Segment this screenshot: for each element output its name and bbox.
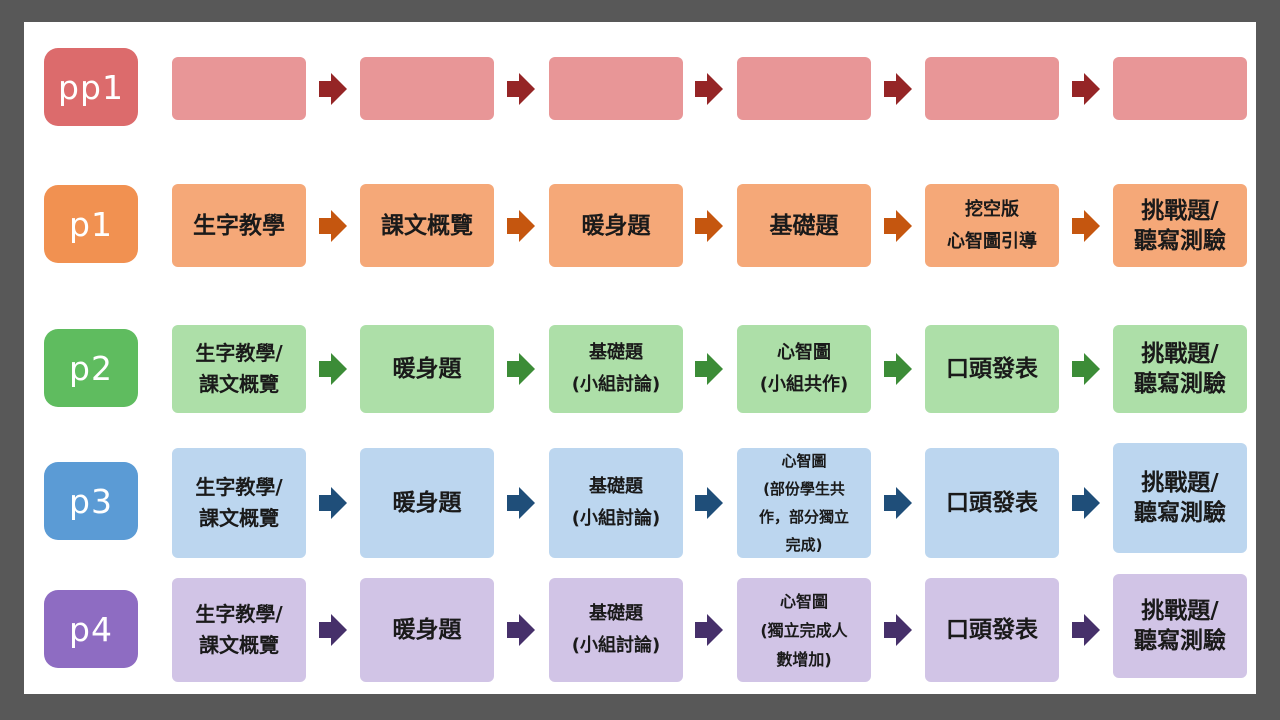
step-box-p2-6: 挑戰題/聽寫測驗 [1113,325,1247,413]
step-text-line: (小組討論) [571,508,661,529]
step-box-p4-6: 挑戰題/聽寫測驗 [1113,574,1247,678]
step-box-p1-4: 基礎題 [737,184,871,267]
step-box-p1-5: 挖空版心智圖引導 [925,184,1059,267]
step-box-p3-6: 挑戰題/聽寫測驗 [1113,443,1247,553]
step-text-line: 基礎題 [589,342,643,363]
step-text-line: 課文概覽 [199,372,279,396]
step-text-line: 挖空版 [965,198,1019,220]
step-text-line: 挑戰題/ [1141,470,1219,496]
step-text-line: 心智圖引導 [947,230,1037,252]
step-text-line: 心智圖 [779,591,828,611]
step-text-line: 暖身題 [581,212,651,239]
step-text-line: 挑戰題/ [1141,598,1219,624]
step-box-p4-1: 生字教學/課文概覽 [172,578,306,682]
step-text-line: 口頭發表 [946,490,1038,516]
step-text-line: 口頭發表 [946,617,1038,643]
step-text-line: (小組共作) [759,374,849,395]
step-box-p3-5: 口頭發表 [925,448,1059,558]
step-box-p4-5: 口頭發表 [925,578,1059,682]
step-box-p1-6: 挑戰題/聽寫測驗 [1113,184,1247,267]
step-text-line: 生字教學 [193,212,285,239]
step-box-p3-2: 暖身題 [360,448,494,558]
step-text-line: 聽寫測驗 [1134,227,1226,254]
step-box-p3-3: 基礎題 (小組討論) [549,448,683,558]
step-box-pp1-1 [172,57,306,120]
step-text-line: (小組討論) [571,374,661,395]
row-label-p1: p1 [44,185,138,263]
step-box-p2-5: 口頭發表 [925,325,1059,413]
step-box-pp1-5 [925,57,1059,120]
step-text-line: 生字教學/ [195,602,283,626]
step-box-p2-1: 生字教學/課文概覽 [172,325,306,413]
step-text-line: 課文概覽 [199,506,279,530]
step-box-p2-3: 基礎題 (小組討論) [549,325,683,413]
step-text-line: 基礎題 [589,603,643,624]
step-text-line: 完成) [785,536,823,554]
row-label-p4: p4 [44,590,138,668]
step-text-line: 暖身題 [392,617,462,643]
step-text-line: 口頭發表 [946,356,1038,382]
row-label-p2: p2 [44,329,138,407]
step-box-p4-2: 暖身題 [360,578,494,682]
step-text-line: 挑戰題/ [1141,341,1219,367]
step-text-line: 暖身題 [392,356,462,382]
step-text-line: 挑戰題/ [1141,197,1219,224]
row-label-pp1: pp1 [44,48,138,126]
step-text-line: 聽寫測驗 [1134,371,1226,397]
step-text-line: 課文概覽 [199,633,279,657]
step-box-p2-2: 暖身題 [360,325,494,413]
step-text-line: 聽寫測驗 [1134,500,1226,526]
step-text-line: 基礎題 [769,212,839,239]
step-text-line: (小組討論) [571,635,661,656]
step-text-line: 生字教學/ [195,341,283,365]
step-box-p3-4: 心智圖 (部份學生共作，部分獨立完成) [737,448,871,558]
step-text-line: 數增加) [776,649,832,669]
step-text-line: 聽寫測驗 [1134,628,1226,654]
step-box-p4-4: 心智圖 (獨立完成人數增加) [737,578,871,682]
row-label-p3: p3 [44,462,138,540]
step-box-p1-1: 生字教學 [172,184,306,267]
step-text-line: 作，部分獨立 [758,508,849,526]
step-text-line: (部份學生共 [763,480,845,498]
step-text-line: (獨立完成人 [760,620,848,640]
step-box-p1-2: 課文概覽 [360,184,494,267]
step-box-p4-3: 基礎題 (小組討論) [549,578,683,682]
step-text-line: 生字教學/ [195,475,283,499]
step-box-pp1-2 [360,57,494,120]
step-text-line: 心智圖 [781,452,827,470]
step-text-line: 心智圖 [777,342,831,363]
step-text-line: 課文概覽 [381,212,473,239]
step-text-line: 基礎題 [589,476,643,497]
step-text-line: 暖身題 [392,490,462,516]
step-box-pp1-3 [549,57,683,120]
step-box-pp1-6 [1113,57,1247,120]
step-box-p1-3: 暖身題 [549,184,683,267]
step-box-p3-1: 生字教學/課文概覽 [172,448,306,558]
step-box-p2-4: 心智圖 (小組共作) [737,325,871,413]
step-box-pp1-4 [737,57,871,120]
